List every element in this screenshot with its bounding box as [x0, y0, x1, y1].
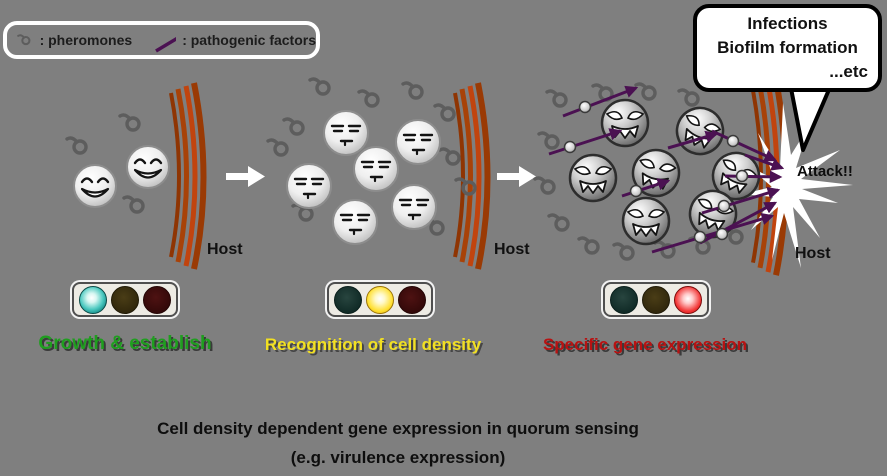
stage1-bacteria	[72, 144, 171, 209]
bacterium-angry	[600, 98, 650, 148]
lamp-recognition-on-icon	[366, 285, 394, 314]
bacterium-angry	[621, 196, 671, 246]
legend-box: : pheromones : pathogenic factors	[3, 21, 320, 59]
lamp-off-icon	[642, 285, 670, 314]
pathogenic-arrow-icon	[155, 36, 177, 53]
host-label-stage3: Host	[795, 245, 831, 262]
transition-arrow-icon-1	[226, 166, 265, 187]
explosion-burst-icon	[742, 103, 853, 268]
host-wall-stage1	[171, 83, 204, 269]
lamp-off-icon	[111, 285, 139, 314]
lamp-off-icon	[398, 285, 426, 314]
bacterium-angry	[668, 99, 732, 163]
caption-line-2: (e.g. virulence expression)	[290, 448, 506, 467]
bacterium-neutral	[322, 109, 370, 157]
bacterium-angry	[568, 153, 618, 203]
transition-arrow-icon-2	[497, 166, 536, 187]
bacterium-neutral	[352, 145, 400, 193]
stage1-label: Growth & establish	[38, 333, 212, 354]
bacterium-neutral	[394, 118, 442, 166]
attack-label: Attack!!	[797, 163, 853, 180]
bacterium-neutral	[285, 162, 333, 210]
host-label-stage1: Host	[207, 241, 243, 258]
bacterium-neutral	[331, 198, 379, 246]
traffic-light-stage3	[603, 282, 709, 317]
traffic-light-stage1	[72, 282, 178, 317]
traffic-light-stage2	[327, 282, 433, 317]
caption-line-1: Cell density dependent gene expression i…	[157, 419, 639, 438]
host-label-stage2: Host	[494, 241, 530, 258]
bubble-line-1: Infections	[747, 14, 828, 33]
legend-pathogenic-label: : pathogenic factors	[182, 32, 316, 48]
lamp-off-icon	[334, 285, 362, 314]
legend-pheromones-label: : pheromones	[39, 32, 133, 48]
bacterium-happy	[125, 144, 171, 190]
stage2-bacteria	[285, 109, 442, 246]
diagram-caption: Cell density dependent gene expression i…	[133, 414, 663, 472]
bacterium-happy	[72, 163, 118, 209]
host-wall-stage2	[455, 83, 488, 269]
lamp-expression-on-icon	[674, 285, 702, 314]
bacterium-neutral	[390, 183, 438, 231]
stage3-label: Specific gene expression	[542, 335, 748, 354]
lamp-growth-on-icon	[79, 285, 107, 314]
pathogenic-factor-arrows	[548, 85, 785, 254]
stage2-label: Recognition of cell density	[264, 335, 482, 354]
lamp-off-icon	[143, 285, 171, 314]
lamp-off-icon	[610, 285, 638, 314]
speech-bubble: Infections Biofilm formation ...etc	[693, 4, 882, 92]
bubble-line-3: ...etc	[829, 62, 868, 81]
bubble-line-2: Biofilm formation	[717, 38, 858, 57]
pheromone-icon	[17, 34, 31, 46]
